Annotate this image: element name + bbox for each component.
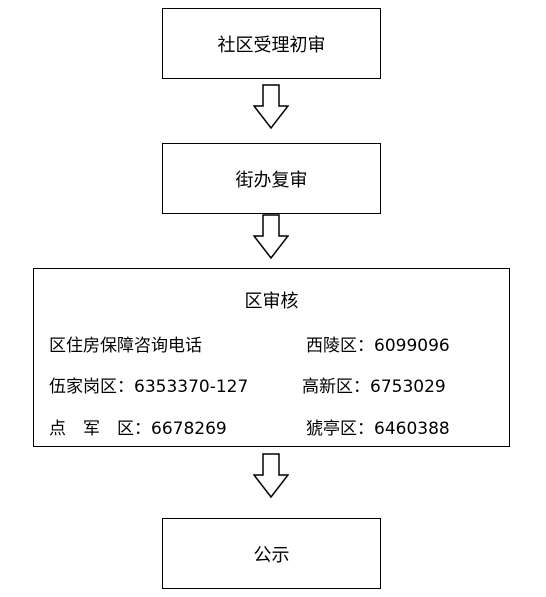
phone-entry-xiling: 西陵区：6099096 — [306, 336, 450, 356]
phone-entry-dianjun: 点 军 区：6678269 — [49, 419, 227, 439]
flow-step-subdistrict-review: 街办复审 — [162, 143, 381, 214]
flow-step-community-review: 社区受理初审 — [162, 8, 381, 79]
flow-step-label: 街办复审 — [235, 169, 308, 191]
phone-entry-gaoxin: 高新区：6753029 — [302, 377, 446, 397]
flow-step-label: 社区受理初审 — [217, 34, 326, 56]
down-arrow-icon — [253, 214, 289, 260]
down-arrow-icon — [253, 84, 289, 130]
phone-entry-xiaoting: 猇亭区：6460388 — [306, 419, 450, 439]
flow-step-label: 公示 — [253, 544, 290, 566]
flow-step-label: 区审核 — [244, 291, 299, 312]
flow-step-district-review: 区审核 区住房保障咨询电话 西陵区：6099096 伍家岗区：6353370-1… — [33, 268, 510, 447]
phone-entry-wujiagang: 伍家岗区：6353370-127 — [49, 377, 249, 397]
consultation-phone-heading: 区住房保障咨询电话 — [49, 336, 202, 356]
flow-step-public-notice: 公示 — [162, 518, 381, 589]
down-arrow-icon — [253, 453, 289, 499]
